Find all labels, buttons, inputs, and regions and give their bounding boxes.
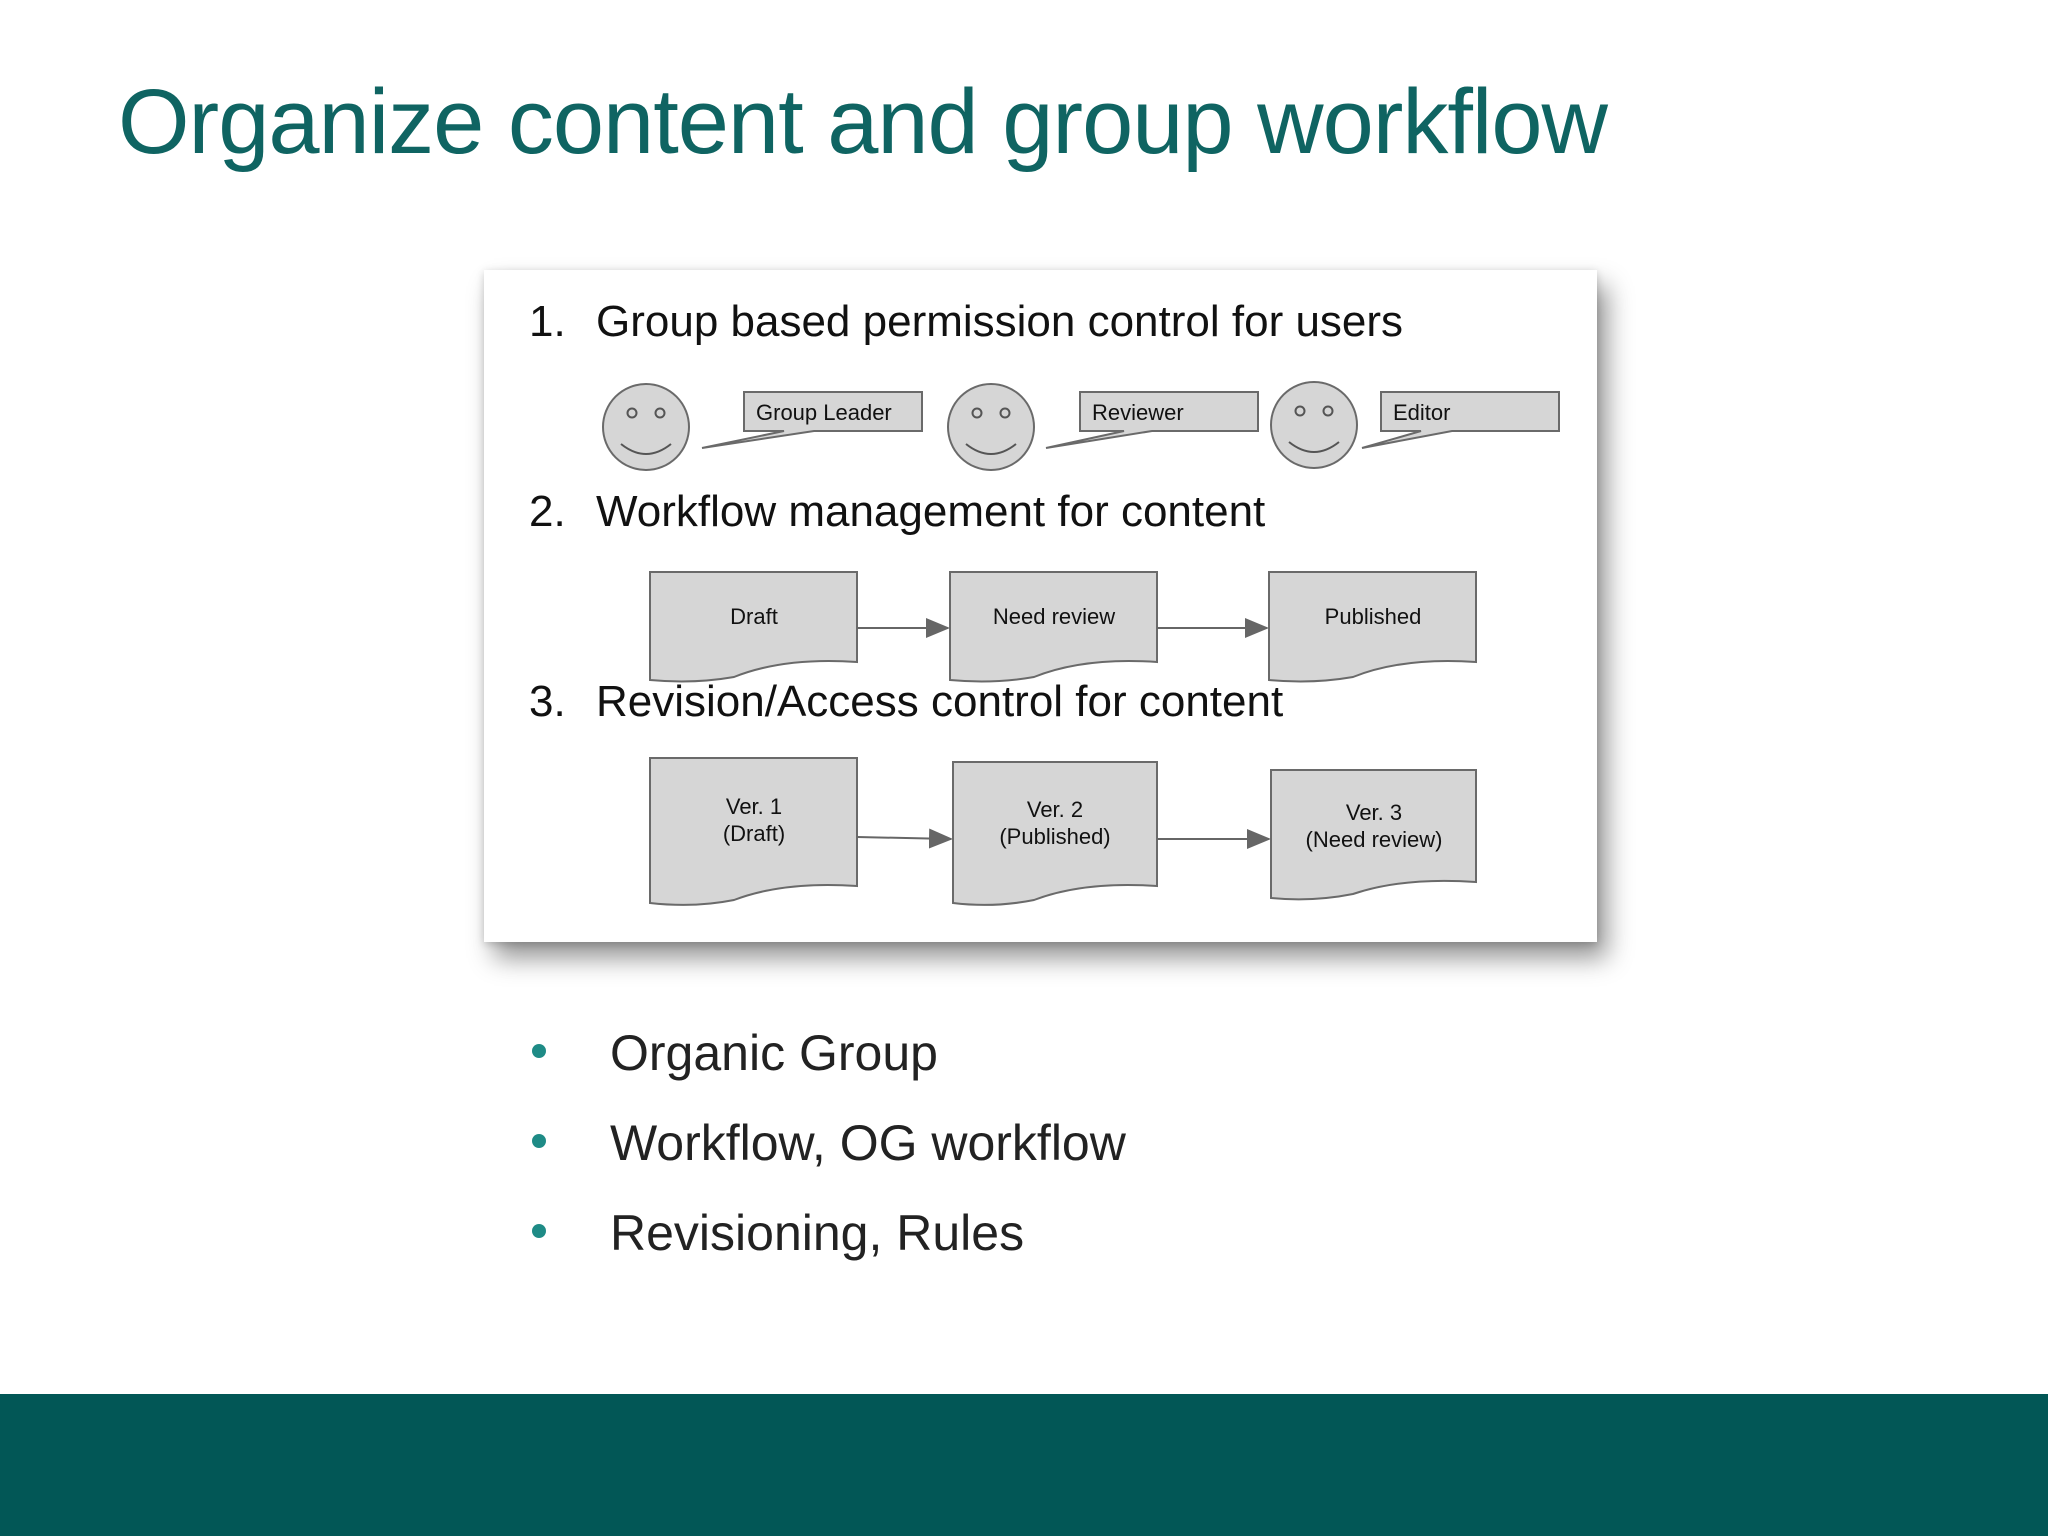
footer-bar: [0, 1394, 2048, 1536]
user-group-leader-icon: [602, 383, 690, 471]
workflow-state-draft: Draft: [649, 571, 858, 683]
role-callout-group-leader: Group Leader: [701, 391, 923, 449]
revision-1-status: (Draft): [723, 821, 785, 846]
user-reviewer-icon: [947, 383, 1035, 471]
user-editor-icon: [1270, 381, 1358, 469]
workflow-diagram-figure: 1. Group based permission control for us…: [484, 270, 1597, 942]
section-3-heading: Revision/Access control for content: [596, 677, 1283, 726]
bullet-text: Organic Group: [610, 1025, 938, 1081]
role-callout-editor: Editor: [1361, 391, 1560, 449]
bullet-dot-icon: [532, 1044, 546, 1058]
bullet-text: Workflow, OG workflow: [610, 1115, 1126, 1171]
section-2-number: 2.: [529, 487, 566, 536]
bullet-text: Revisioning, Rules: [610, 1205, 1025, 1261]
slide-title: Organize content and group workflow: [118, 71, 1608, 173]
role-label-reviewer: Reviewer: [1092, 400, 1184, 425]
state-label-published: Published: [1325, 604, 1422, 629]
revision-3-status: (Need review): [1306, 827, 1443, 852]
revision-2-version: Ver. 2: [1027, 797, 1083, 822]
section-1-number: 1.: [529, 297, 566, 346]
revision-ver-1: Ver. 1 (Draft): [649, 757, 858, 906]
revision-1-version: Ver. 1: [726, 794, 782, 819]
section-2-heading: Workflow management for content: [596, 487, 1265, 536]
role-label-editor: Editor: [1393, 400, 1450, 425]
role-label-group-leader: Group Leader: [756, 400, 892, 425]
revision-2-status: (Published): [999, 824, 1110, 849]
workflow-state-published: Published: [1268, 571, 1477, 683]
bullet-dot-icon: [532, 1224, 546, 1238]
state-label-need-review: Need review: [993, 604, 1115, 629]
role-callout-reviewer: Reviewer: [1045, 391, 1259, 449]
state-label-draft: Draft: [730, 604, 778, 629]
arrow-ver1-to-ver2: [856, 828, 953, 849]
section-3-number: 3.: [529, 677, 566, 726]
revision-ver-3: Ver. 3 (Need review): [1270, 769, 1477, 901]
section-1-heading: Group based permission control for users: [596, 297, 1403, 346]
revision-3-version: Ver. 3: [1346, 800, 1402, 825]
revision-ver-2: Ver. 2 (Published): [952, 761, 1158, 906]
workflow-state-need-review: Need review: [949, 571, 1158, 683]
workflow-diagram: 1. Group based permission control for us…: [529, 297, 1560, 906]
bullet-dot-icon: [532, 1134, 546, 1148]
